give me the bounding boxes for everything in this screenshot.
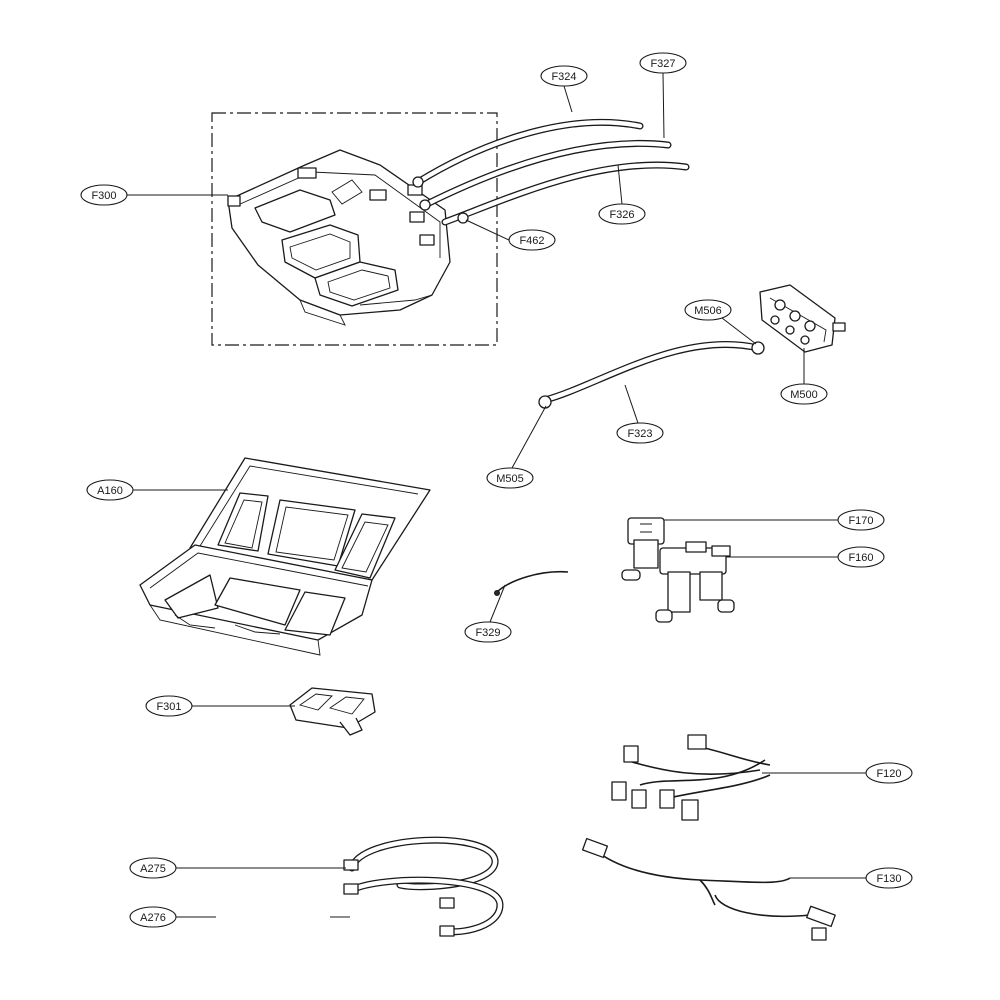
callout-text-F327: F327 [650,58,675,70]
supply-hose-assembly [538,340,765,409]
callout-text-F324: F324 [551,71,576,83]
callout-text-F301: F301 [156,701,181,713]
callout-F160: F160 [837,546,885,568]
callout-text-M506: M506 [694,305,722,317]
callout-A276: A276 [129,906,177,928]
callout-text-A275: A275 [140,863,166,875]
dispenser-assembly-group [211,112,498,346]
callout-F170: F170 [837,509,885,531]
drawer-insert-cup [289,687,376,736]
callout-text-F326: F326 [609,209,634,221]
callout-M506: M506 [684,299,732,321]
callout-text-F120: F120 [876,768,901,780]
callout-text-F323: F323 [627,428,652,440]
triple-inlet-valve [655,541,735,623]
callout-F324: F324 [540,65,588,87]
callout-M505: M505 [486,467,534,489]
callout-text-F160: F160 [848,552,873,564]
callout-F130: F130 [865,867,913,889]
hose-clamps [412,176,469,224]
valve-connector-block [759,284,846,353]
callout-A160: A160 [86,479,134,501]
callout-text-F300: F300 [91,190,116,202]
callout-F300: F300 [80,184,128,206]
callout-text-M505: M505 [496,473,524,485]
small-tube [494,570,569,596]
callout-F326: F326 [598,203,646,225]
callout-labels: F300 F324 F327 F326 F462 M506 [80,52,913,928]
callout-text-F130: F130 [876,873,901,885]
callout-F462: F462 [508,229,556,251]
dispenser-drawer [139,457,431,656]
callout-F120: F120 [865,762,913,784]
callout-A275: A275 [129,857,177,879]
single-inlet-valve [621,517,665,581]
callout-text-A276: A276 [140,912,166,924]
callout-F323: F323 [616,422,664,444]
inlet-hoses [343,836,504,937]
callout-text-F329: F329 [475,627,500,639]
callout-F301: F301 [145,695,193,717]
callout-text-F170: F170 [848,515,873,527]
inlet-valves [621,517,735,623]
callout-text-A160: A160 [97,485,123,497]
wire-harness-f130 [581,837,836,941]
callout-text-F462: F462 [519,235,544,247]
wire-harness-f120 [611,734,771,821]
callout-text-M500: M500 [790,389,818,401]
callout-F329: F329 [464,621,512,643]
dispenser-housing [227,149,451,326]
assembly-boundary-box [211,112,498,346]
dispenser-hoses [412,118,690,226]
callout-F327: F327 [639,52,687,74]
callout-M500: M500 [780,383,828,405]
